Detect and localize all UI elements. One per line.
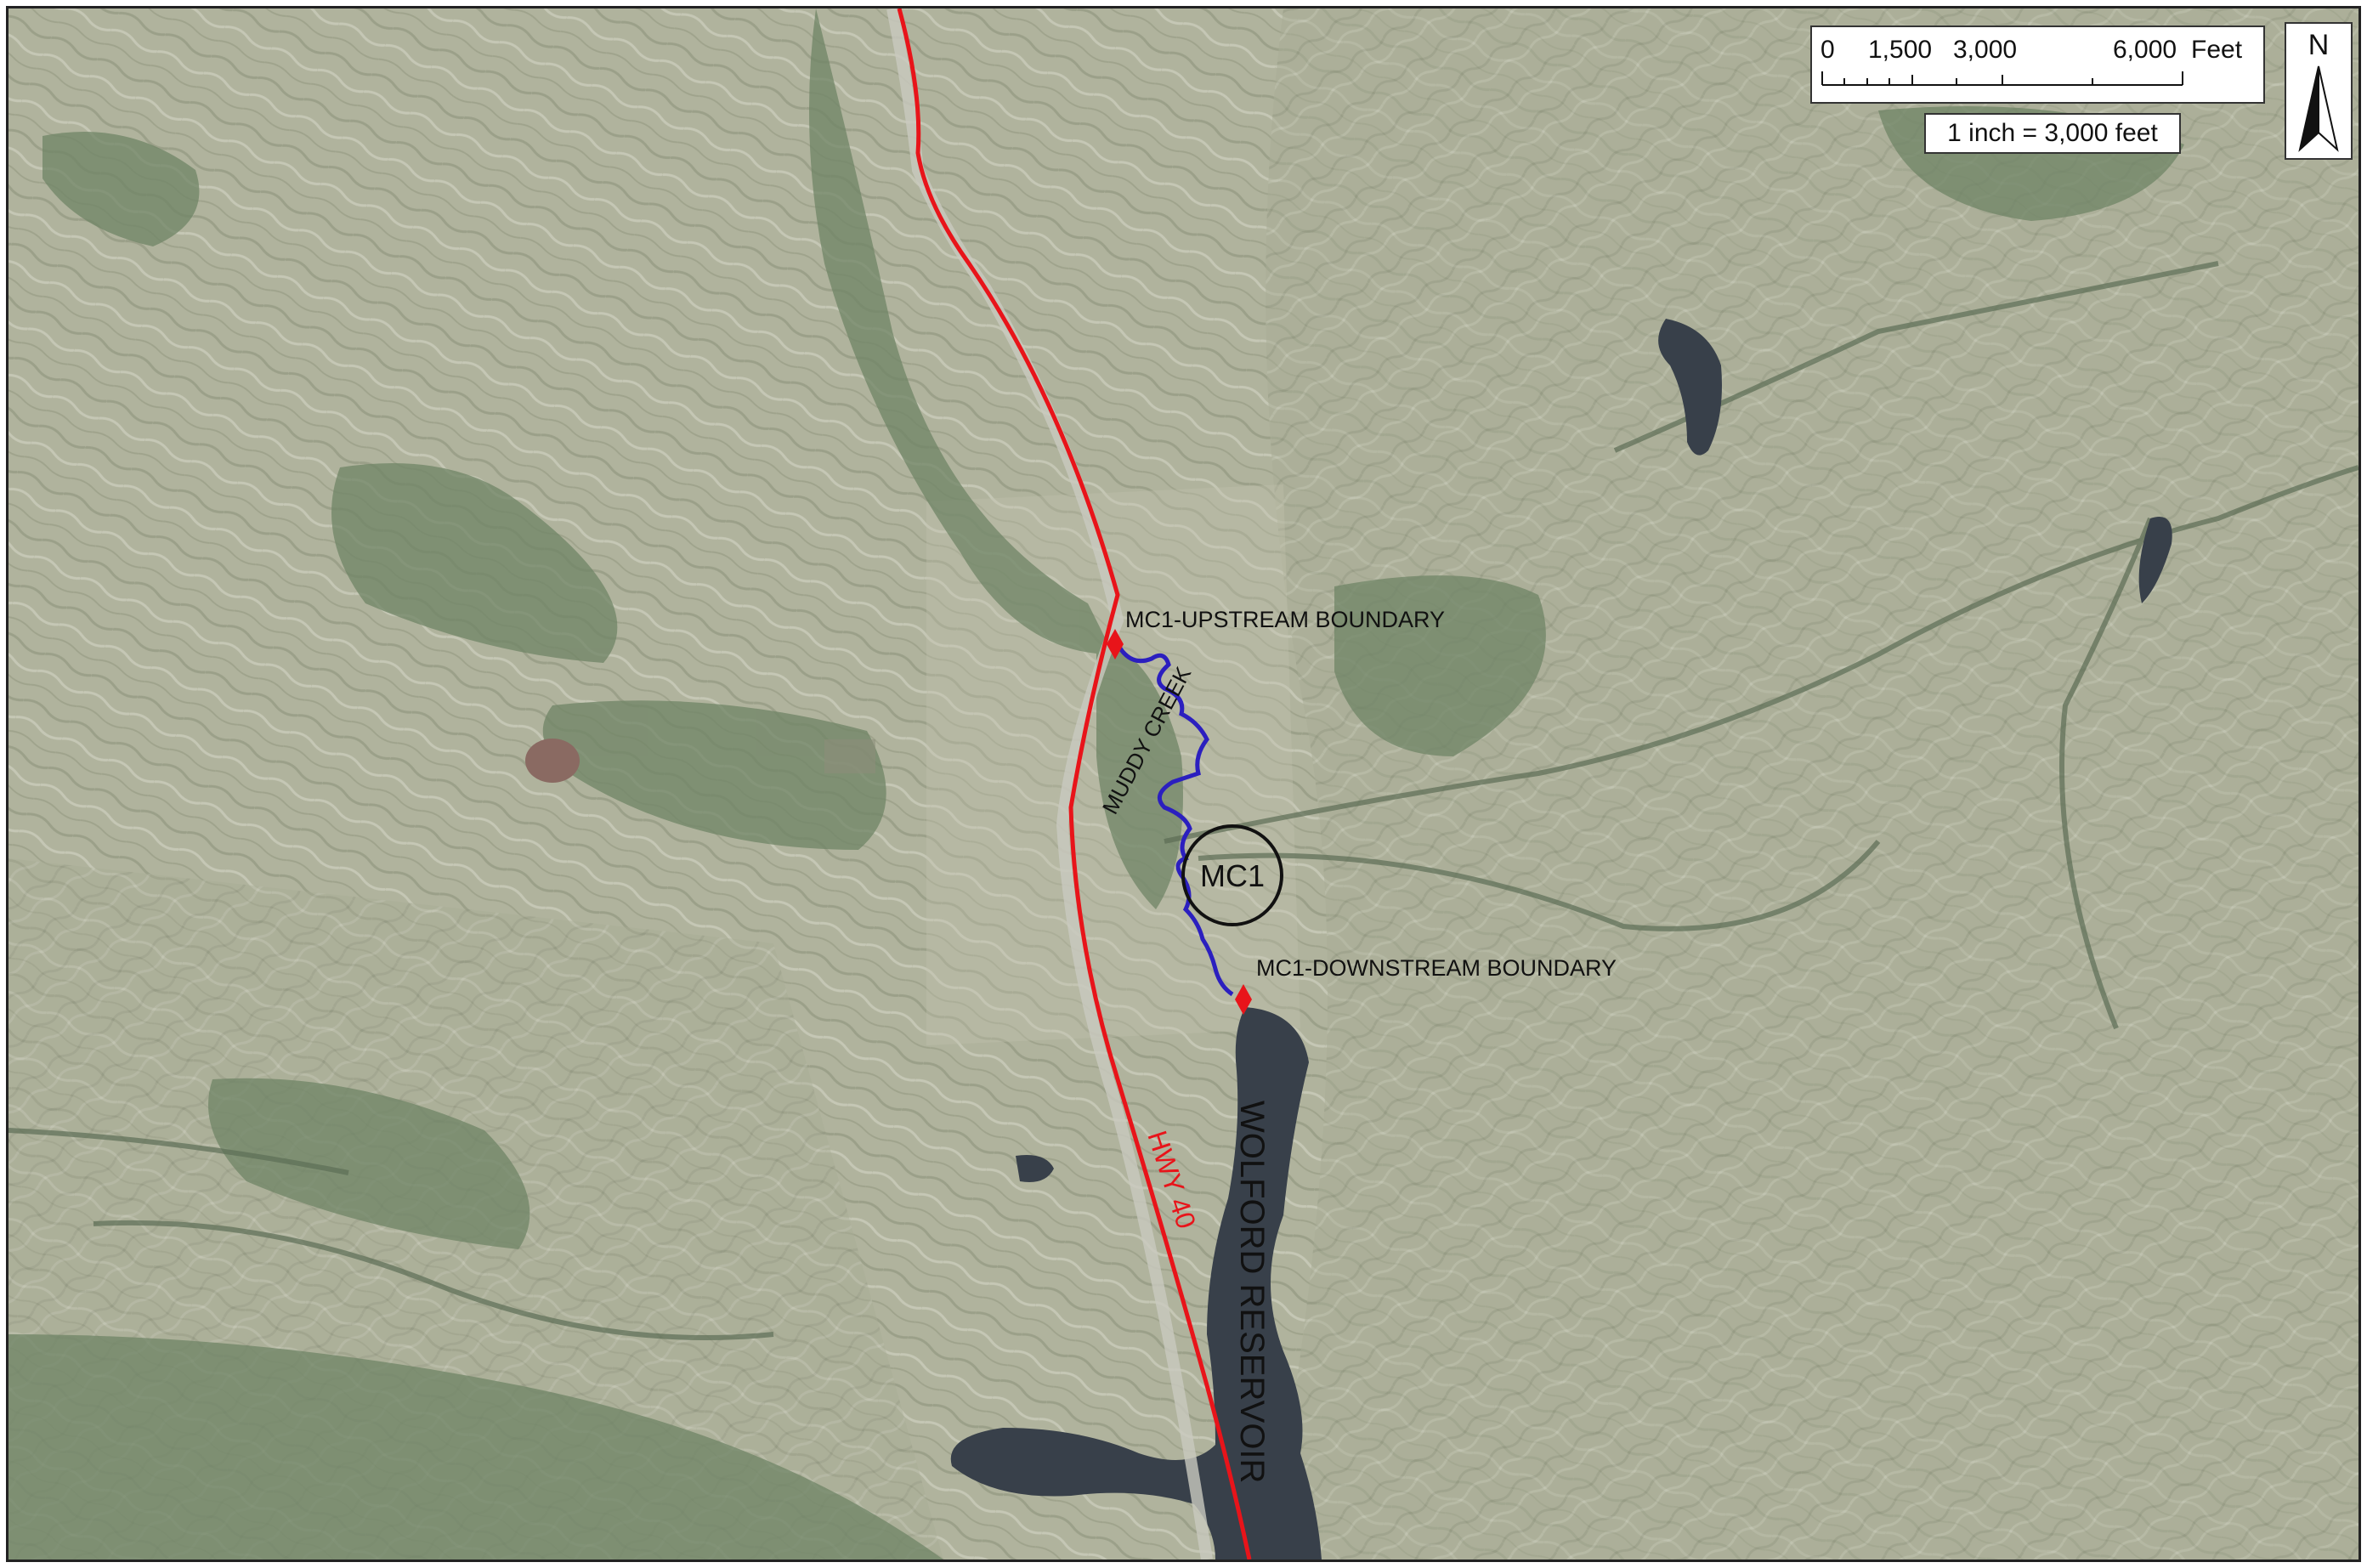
north-label: N [2308,29,2330,61]
scale-tick-1500: 1,500 [1868,36,1932,64]
site-label: MC1 [1200,858,1265,893]
scale-tick-0: 0 [1821,36,1835,64]
pond-small-central [1016,1155,1054,1182]
water-bodies [950,319,2172,1560]
scale-unit: Feet [2191,36,2243,64]
upstream-boundary-label: MC1-UPSTREAM BOUNDARY [1125,607,1445,632]
terrain-east [1266,8,2359,1560]
north-arrow-icon [2298,65,2339,152]
north-arrow: N [2285,22,2353,160]
pond-east [2138,517,2172,603]
vegetation-areas [8,8,2184,1560]
reservoir-label: WOLFORD RESERVOIR [1233,1101,1271,1483]
scale-bar: 0 1,500 3,000 6,000 Feet [1810,25,2265,104]
downstream-boundary-label: MC1-DOWNSTREAM BOUNDARY [1256,955,1617,981]
pond-reddish [525,739,580,783]
upstream-boundary-marker[interactable] [1107,629,1124,659]
downstream-boundary-marker[interactable] [1235,984,1252,1015]
aerial-map[interactable]: MC1-UPSTREAM BOUNDARY MC1-DOWNSTREAM BOU… [6,6,2361,1562]
muddy-creek-line[interactable] [1115,642,1234,997]
wolford-reservoir-water [950,1007,1322,1560]
drainage-lines [8,261,2359,1340]
site-circle[interactable] [1181,824,1283,926]
pasture-patch [824,739,875,773]
pond-north [1658,319,1722,456]
hwy-40-line[interactable] [897,8,1252,1560]
scale-ratio-label: 1 inch = 3,000 feet [1924,113,2181,154]
scale-tick-3000: 3,000 [1953,36,2017,64]
scale-tick-6000: 6,000 [2113,36,2177,64]
scale-bar-graphic [1821,71,2183,86]
